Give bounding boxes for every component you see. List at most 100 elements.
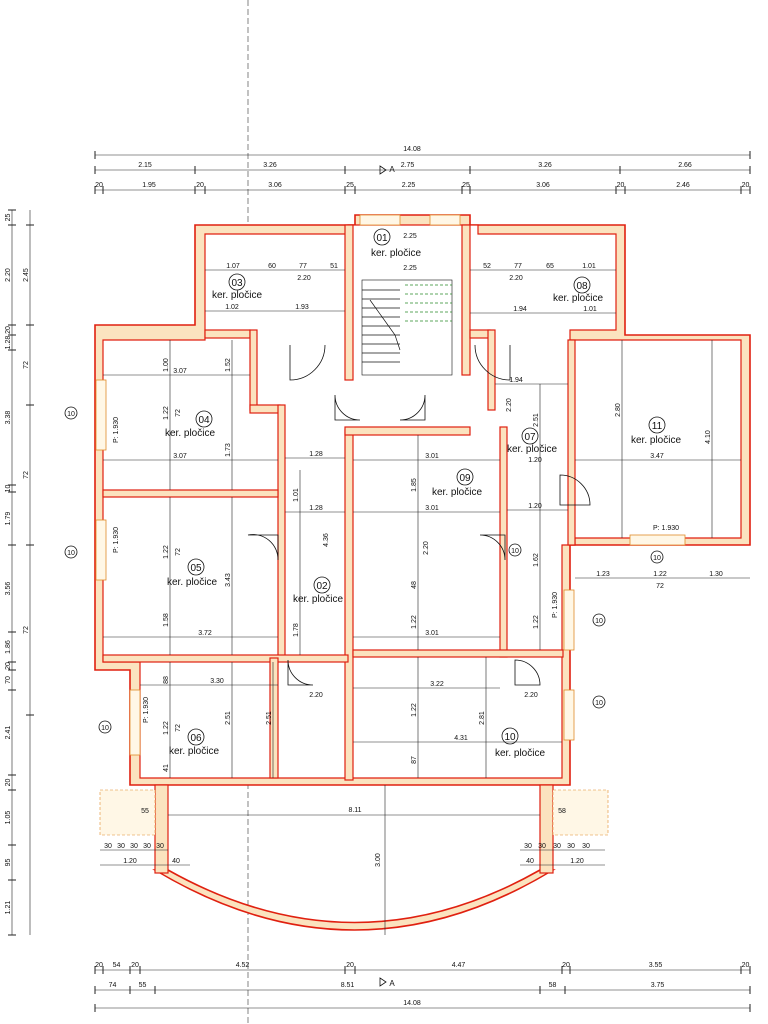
dim-label: 54 <box>113 962 121 969</box>
svg-text:30: 30 <box>156 843 164 850</box>
svg-text:2.20: 2.20 <box>524 692 538 699</box>
svg-text:P: 1.930: P: 1.930 <box>113 417 120 443</box>
interior-walls <box>102 224 576 781</box>
svg-text:10: 10 <box>653 555 661 562</box>
svg-text:1.58: 1.58 <box>163 613 170 627</box>
dim-label: 10 <box>5 485 12 493</box>
terrace-width: 8.11 <box>348 807 361 814</box>
svg-text:ker. pločice: ker. pločice <box>432 487 482 498</box>
svg-text:05: 05 <box>190 563 202 574</box>
dim-label: 25 <box>346 182 354 189</box>
svg-text:2.51: 2.51 <box>266 711 273 725</box>
svg-text:ker. pločice: ker. pločice <box>169 746 219 757</box>
svg-text:77: 77 <box>299 263 307 270</box>
svg-text:1.30: 1.30 <box>709 571 723 578</box>
svg-text:2.80: 2.80 <box>615 403 622 417</box>
terrace-stub-dims: 55 30 30 30 30 30 1.20 40 58 30 30 30 30… <box>100 808 605 866</box>
doors <box>247 344 591 686</box>
svg-text:10: 10 <box>67 550 75 557</box>
dim-label: 2.20 <box>5 268 12 282</box>
svg-text:2.25: 2.25 <box>403 265 417 272</box>
svg-text:10: 10 <box>101 725 109 732</box>
dim-label: 72 <box>23 471 30 479</box>
svg-text:1.01: 1.01 <box>293 488 300 502</box>
dim-label: 1.95 <box>142 182 156 189</box>
dim-label: 20 <box>5 326 12 334</box>
svg-text:87: 87 <box>411 756 418 764</box>
svg-text:2.20: 2.20 <box>297 275 311 282</box>
dim-label: 3.06 <box>268 182 282 189</box>
svg-text:30: 30 <box>143 843 151 850</box>
dim-label: 1.05 <box>5 811 12 825</box>
room-10: 10 ker. pločice <box>495 727 545 759</box>
dim-label: 2.25 <box>402 182 416 189</box>
dim-label: 3.26 <box>538 162 552 169</box>
dim-label: 20 <box>617 182 625 189</box>
room-01: 01 ker. pločice <box>371 228 421 259</box>
svg-text:01: 01 <box>376 233 388 244</box>
dim-label: 95 <box>5 859 12 867</box>
svg-text:1.52: 1.52 <box>225 358 232 372</box>
dim-label: 72 <box>23 626 30 634</box>
svg-text:30: 30 <box>130 843 138 850</box>
room-09: 09 ker. pločice <box>432 468 482 498</box>
svg-text:4.10: 4.10 <box>705 430 712 444</box>
svg-text:51: 51 <box>330 263 338 270</box>
room-06: 06 ker. pločice <box>169 728 219 757</box>
svg-text:30: 30 <box>538 843 546 850</box>
dim-label: 4.52 <box>236 962 250 969</box>
svg-text:3.47: 3.47 <box>650 453 664 460</box>
svg-text:1.20: 1.20 <box>528 457 542 464</box>
dim-label: 3.56 <box>5 582 12 596</box>
svg-text:09: 09 <box>459 473 471 484</box>
svg-text:2.20: 2.20 <box>506 398 513 412</box>
svg-text:1.22: 1.22 <box>163 406 170 420</box>
svg-text:40: 40 <box>172 858 180 865</box>
svg-text:30: 30 <box>567 843 575 850</box>
dim-label: 25 <box>5 214 12 222</box>
svg-text:30: 30 <box>524 843 532 850</box>
svg-text:06: 06 <box>190 733 202 744</box>
svg-text:3.07: 3.07 <box>173 368 187 375</box>
building-walls <box>94 214 751 786</box>
svg-text:52: 52 <box>483 263 491 270</box>
svg-text:3.01: 3.01 <box>425 453 439 460</box>
svg-text:ker. pločice: ker. pločice <box>371 248 421 259</box>
svg-text:ker. pločice: ker. pločice <box>165 428 215 439</box>
svg-text:40: 40 <box>526 858 534 865</box>
svg-text:10: 10 <box>504 732 516 743</box>
inner-dimensions: 1.07 60 77 51 2.20 1.02 1.93 52 77 65 1.… <box>103 233 750 778</box>
svg-text:P: 1.930: P: 1.930 <box>653 525 679 532</box>
windows <box>95 214 686 756</box>
dim-label: 2.45 <box>23 268 30 282</box>
svg-text:10: 10 <box>511 548 519 555</box>
svg-text:ker. pločice: ker. pločice <box>495 748 545 759</box>
svg-text:10: 10 <box>595 700 603 707</box>
svg-text:1.28: 1.28 <box>309 451 323 458</box>
svg-text:48: 48 <box>411 581 418 589</box>
svg-text:ker. pločice: ker. pločice <box>553 293 603 304</box>
dim-label: 2.66 <box>678 162 692 169</box>
svg-text:1.22: 1.22 <box>653 571 667 578</box>
svg-text:3.43: 3.43 <box>225 573 232 587</box>
svg-text:2.51: 2.51 <box>533 413 540 427</box>
svg-text:1.01: 1.01 <box>582 263 596 270</box>
svg-text:ker. pločice: ker. pločice <box>507 444 557 455</box>
svg-text:1.00: 1.00 <box>163 358 170 372</box>
dim-label: 8.51 <box>341 982 355 989</box>
svg-text:1.62: 1.62 <box>533 553 540 567</box>
svg-text:30: 30 <box>104 843 112 850</box>
svg-text:10: 10 <box>595 618 603 625</box>
svg-text:1.01: 1.01 <box>583 306 597 313</box>
svg-text:2.25: 2.25 <box>403 233 417 240</box>
dim-label: 3.55 <box>649 962 663 969</box>
svg-text:1.02: 1.02 <box>225 304 239 311</box>
